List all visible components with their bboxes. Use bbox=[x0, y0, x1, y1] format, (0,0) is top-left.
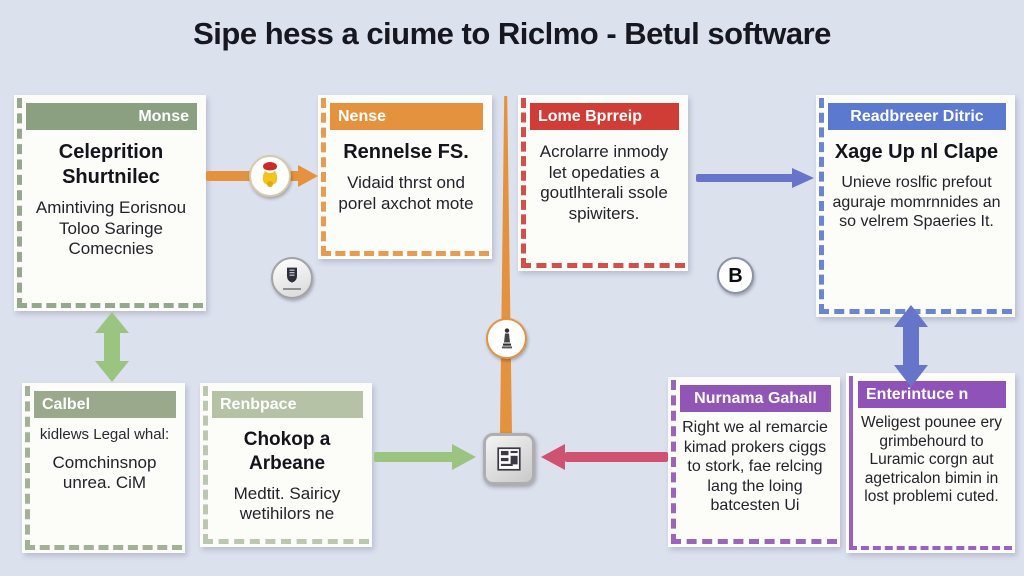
box-monse: Monse Celeprition Shurtnilec Amintiving … bbox=[14, 95, 206, 311]
box-body-text: Medtit. Sairicy wetihilors ne bbox=[233, 483, 341, 524]
box-title-text: Celeprition Shurtnilec bbox=[58, 141, 164, 188]
box-header: Nense bbox=[330, 103, 483, 130]
arrowhead-right-icon bbox=[792, 168, 814, 188]
box-lome-bprreip: Lome Bprreip Acrolarre inmody let opedat… bbox=[518, 95, 688, 271]
box-title-text: Xage Up nl Clape bbox=[834, 141, 999, 163]
arrowhead-right-icon bbox=[452, 444, 476, 470]
box-title-text: Chokop a Arbeane bbox=[243, 429, 331, 474]
statue-figure-badge-icon bbox=[486, 318, 527, 359]
double-arrow-vertical-blue-icon bbox=[894, 305, 928, 387]
box-body-text: Comchinsnop unrea. CiM bbox=[52, 452, 157, 493]
box-title-text: Rennelse FS. bbox=[343, 141, 469, 163]
box-body-text: Vidaid thrst ond porel axchot mote bbox=[338, 173, 474, 213]
box-calbel: Calbel kidlews Legal whal: Comchinsnop u… bbox=[22, 383, 185, 553]
b-letter-badge-icon: B bbox=[717, 257, 754, 294]
b-letter: B bbox=[728, 264, 743, 287]
box-body-text: Acrolarre inmody let opedaties a goutlht… bbox=[539, 142, 669, 224]
flame-figure-badge-icon bbox=[249, 155, 291, 197]
arrow-lome-to-readbreeer bbox=[696, 174, 794, 182]
box-enterintuce-n: Enterintuce n Weligest pounee ery grimbe… bbox=[846, 373, 1015, 553]
arrow-renbpace-to-center bbox=[374, 452, 454, 462]
connector-vertical-orange bbox=[500, 96, 512, 434]
box-renbpace: Renbpace Chokop a Arbeane Medtit. Sairic… bbox=[200, 383, 372, 547]
box-header: Calbel bbox=[34, 391, 176, 418]
arrow-nurnama-to-center bbox=[565, 452, 668, 462]
arrowhead-right-icon bbox=[298, 165, 318, 187]
shield-emblem-badge-icon bbox=[271, 257, 313, 299]
box-nurnama-gahall: Nurnama Gahall Right we al remarcie kima… bbox=[668, 377, 840, 547]
double-arrow-vertical-green-icon bbox=[95, 312, 129, 382]
box-sub-text: kidlews Legal whal: bbox=[39, 426, 170, 443]
arrowhead-left-icon bbox=[541, 444, 565, 470]
box-header: Enterintuce n bbox=[858, 381, 1006, 408]
window-panel-badge-icon bbox=[483, 433, 535, 485]
box-readbreeer-ditric: Readbreeer Ditric Xage Up nl Clape Uniev… bbox=[816, 95, 1015, 317]
box-body-text: Amintiving Eorisnou Toloo Saringe Comecn… bbox=[35, 198, 187, 259]
box-nense: Nense Rennelse FS. Vidaid thrst ond pore… bbox=[318, 95, 492, 259]
box-header: Lome Bprreip bbox=[530, 103, 679, 130]
box-header: Renbpace bbox=[212, 391, 363, 418]
box-header: Monse bbox=[26, 103, 197, 130]
box-header: Readbreeer Ditric bbox=[828, 103, 1006, 130]
box-header: Nurnama Gahall bbox=[680, 385, 831, 412]
box-body-text: Weligest pounee ery grimbehourd to Luram… bbox=[860, 414, 1003, 506]
page-title: Sipe hess a ciume to Riclmo - Betul soft… bbox=[193, 16, 831, 51]
box-body-text: Unieve roslfic prefout aguraje momrnnide… bbox=[832, 174, 1001, 231]
box-body-text: Right we al remarcie kimad prokers ciggs… bbox=[682, 419, 828, 515]
